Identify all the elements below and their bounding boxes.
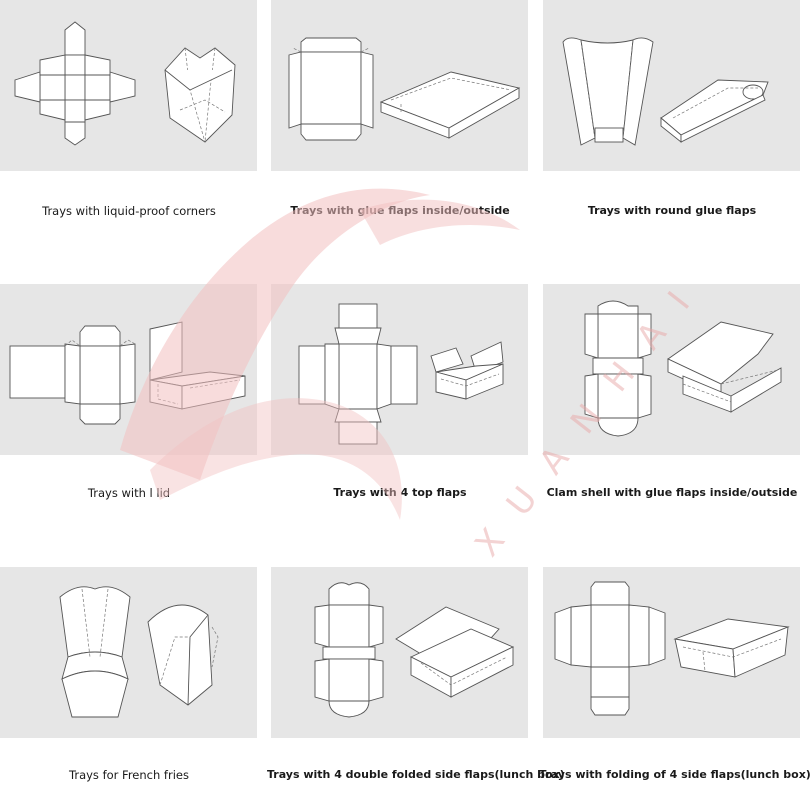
caption-french-fries: Trays for French fries	[69, 768, 189, 782]
caption-l-lid: Trays with l lid	[87, 486, 171, 500]
dieline-drawing	[298, 303, 418, 445]
box-drawing	[660, 79, 769, 143]
dieline-drawing	[314, 582, 384, 718]
dieline-drawing	[59, 586, 131, 718]
box-drawing	[149, 321, 246, 410]
caption-glue-flaps-inside-outside: Trays with glue flaps inside/outside	[290, 204, 510, 217]
dieline-drawing	[9, 325, 136, 425]
caption-folding-4-side-flaps: Trays with folding of 4 side flaps(lunch…	[539, 768, 811, 781]
box-drawing	[430, 341, 504, 400]
caption-round-glue-flaps: Trays with round glue flaps	[587, 204, 757, 217]
box-drawing	[164, 47, 236, 143]
diagram-liquid-proof-corners	[0, 0, 257, 171]
box-drawing	[673, 618, 790, 678]
box-drawing	[379, 71, 521, 139]
caption-clam-shell: Clam shell with glue flaps inside/outsid…	[546, 486, 798, 499]
dieline-drawing	[14, 21, 136, 146]
diagram-4-top-flaps	[271, 284, 528, 455]
caption-4-double-folded-side-flaps: Trays with 4 double folded side flaps(lu…	[267, 768, 565, 781]
diagram-round-glue-flaps	[543, 0, 800, 171]
caption-4-top-flaps: Trays with 4 top flaps	[333, 486, 467, 499]
dieline-drawing	[288, 37, 374, 141]
dieline-drawing	[562, 37, 654, 146]
dieline-drawing	[554, 581, 666, 716]
diagram-4-double-folded-side-flaps	[271, 567, 528, 738]
dieline-drawing	[584, 300, 652, 437]
diagram-l-lid	[0, 284, 257, 455]
diagram-clam-shell	[543, 284, 800, 455]
box-drawing	[147, 604, 219, 706]
diagram-french-fries	[0, 567, 257, 738]
diagram-glue-flaps-inside-outside	[271, 0, 528, 171]
caption-liquid-proof-corners: Trays with liquid-proof corners	[42, 204, 216, 218]
diagram-folding-4-side-flaps	[543, 567, 800, 738]
box-drawing	[395, 606, 515, 698]
box-drawing	[667, 321, 782, 413]
